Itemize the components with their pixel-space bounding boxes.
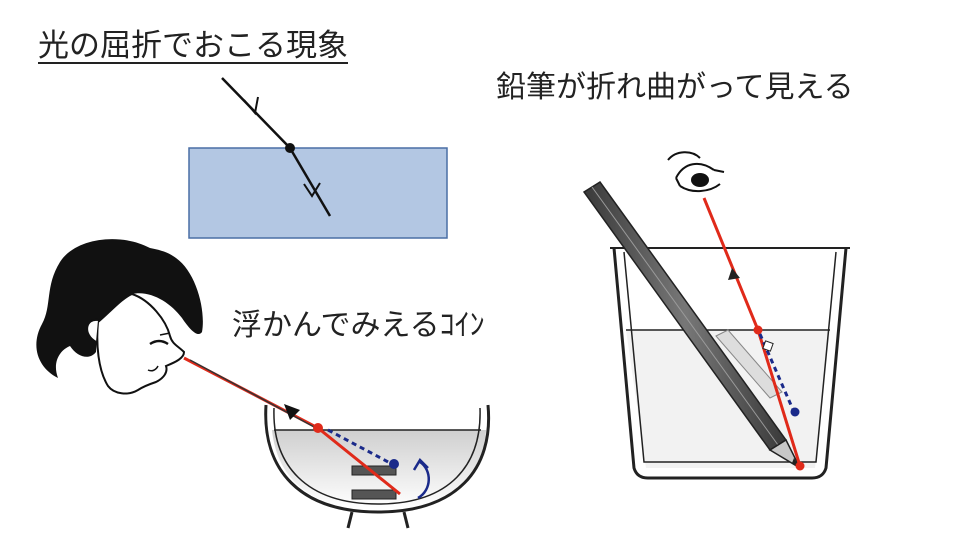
glass-block-diagram <box>188 77 448 239</box>
coin-light-ray-dark <box>189 359 317 429</box>
bowl-inner-outline <box>273 407 481 505</box>
bowl-leg-left <box>346 511 354 529</box>
glass-outer <box>612 247 848 480</box>
pencil-facet <box>591 186 779 446</box>
coin-apparent-point <box>389 459 399 469</box>
diagram-title: 光の屈折でおこる現象 <box>38 28 348 64</box>
pencil-apparent <box>715 329 783 399</box>
glass-inner <box>623 251 837 463</box>
coin-actual <box>351 489 397 500</box>
pencil-apparent-point <box>790 407 800 417</box>
pencil-glass-diagram <box>582 151 850 480</box>
refracted-ray <box>288 147 332 217</box>
coin-caption: 浮かんでみえるｺｲﾝ <box>232 308 485 343</box>
coin-refraction-point <box>313 423 323 433</box>
pencil-ray-arrow <box>728 268 740 280</box>
bowl-outline <box>264 404 491 514</box>
girl-face <box>96 292 186 395</box>
coin-apparent-line <box>327 428 393 466</box>
girl-eye <box>149 339 169 346</box>
bowl-leg-right <box>402 511 410 529</box>
coin-bowl-diagram <box>183 356 491 529</box>
refracted-ray-arrow <box>303 182 321 198</box>
girl-ear <box>86 318 99 343</box>
pencil-caption: 鉛筆が折れ曲がって見える <box>496 70 854 105</box>
coin-apparent <box>351 465 397 476</box>
girl-hair <box>36 239 203 378</box>
pencil-tip-point <box>795 461 805 471</box>
observer-girl <box>36 239 203 395</box>
incident-ray-arrow <box>243 96 259 116</box>
pencil-refraction-point <box>753 325 763 335</box>
eye-icon <box>667 151 725 192</box>
girl-eyebrow <box>159 332 171 336</box>
angle-marker <box>762 340 774 352</box>
coin-rise-arrow-head <box>412 457 429 471</box>
glass-block <box>188 147 448 239</box>
pencil-tip <box>768 438 802 470</box>
girl-mouth <box>147 365 159 372</box>
coin-ray-arrow <box>284 404 300 420</box>
glass-water <box>626 330 830 468</box>
